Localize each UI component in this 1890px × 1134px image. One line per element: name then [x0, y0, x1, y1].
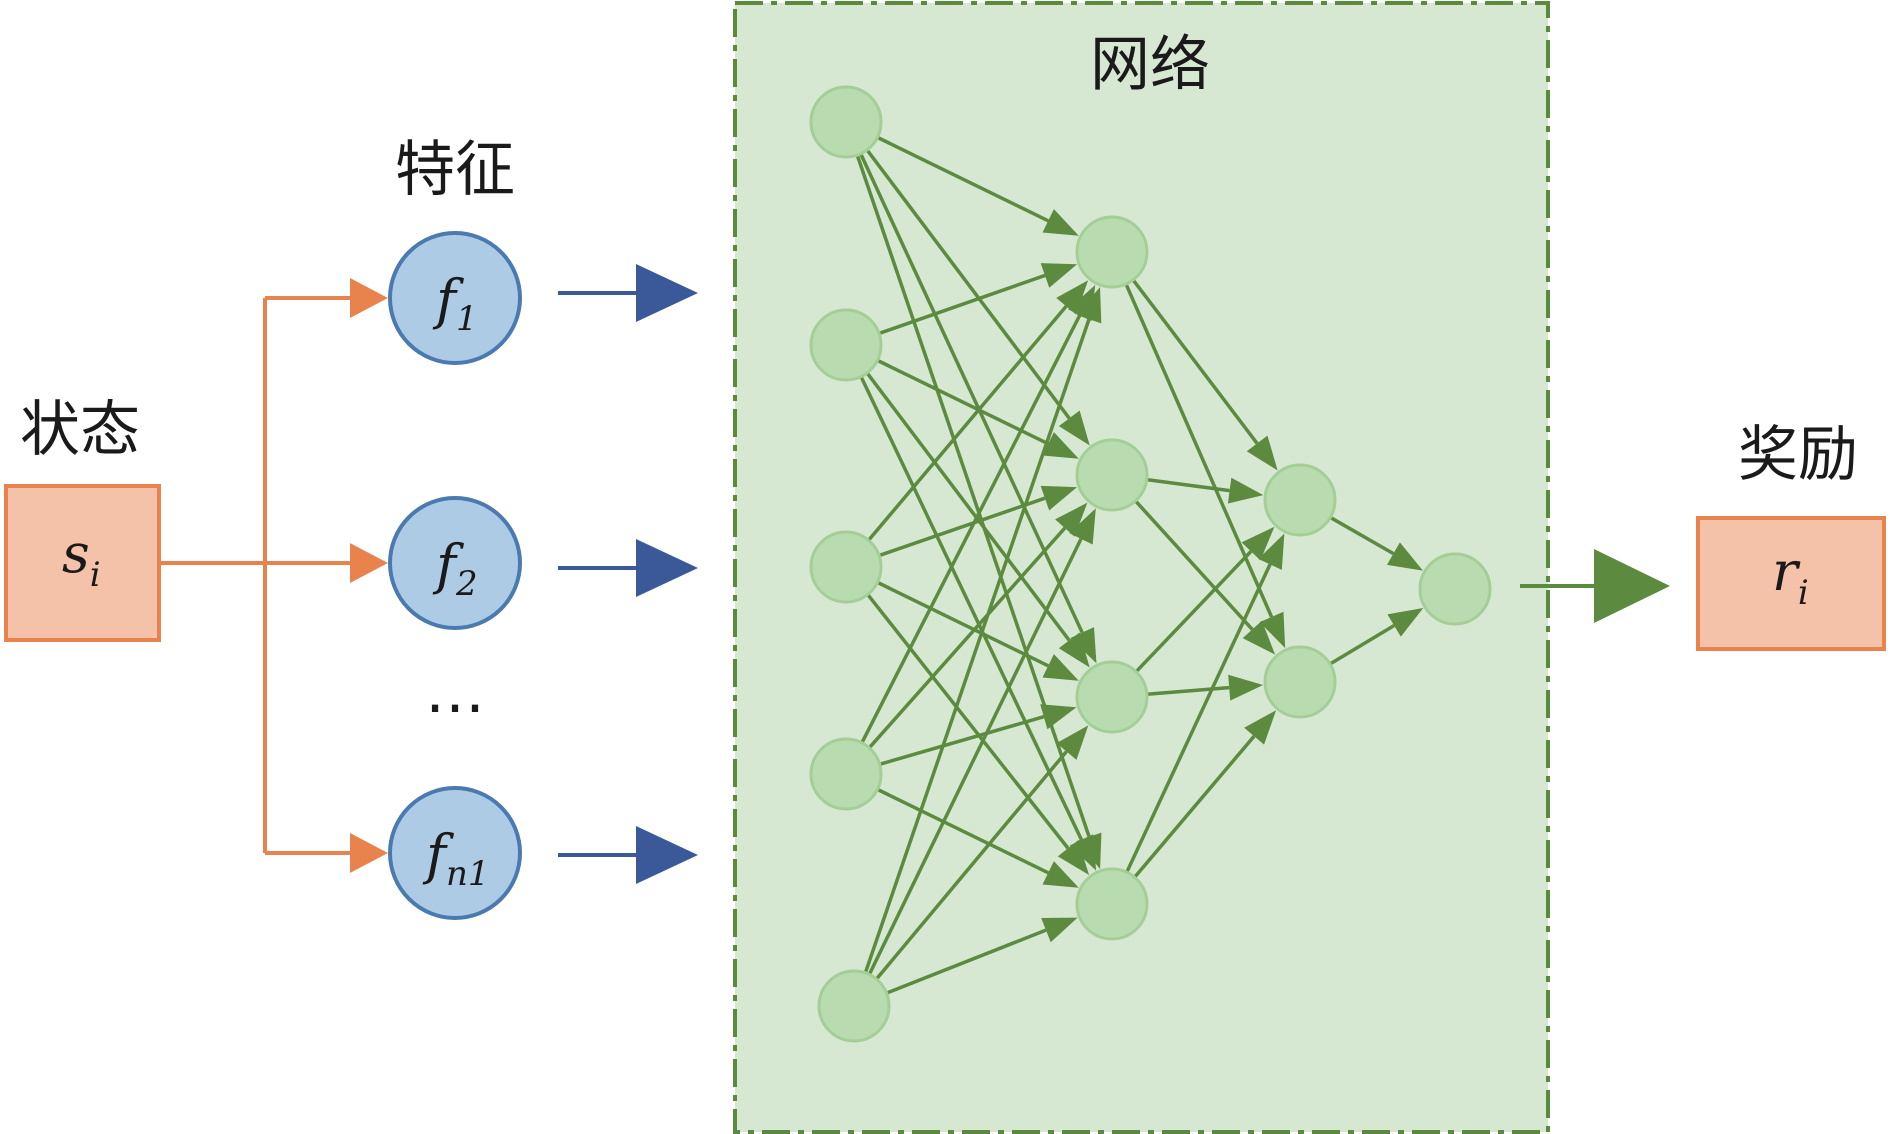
arrowhead-l2-1-to-0 [1387, 608, 1424, 637]
neuron-layer0-1 [809, 308, 883, 382]
arrowhead-l0-0-to-0 [1042, 209, 1079, 236]
feature-node-2: f2 [388, 496, 522, 630]
neuron-layer3-0 [1418, 552, 1492, 626]
edge-l0-1-to-3 [859, 375, 1084, 841]
edge-l1-2-to-0 [1134, 550, 1253, 673]
edge-l1-0-to-0 [1131, 278, 1259, 445]
arrowhead-l1-2-to-1 [1228, 674, 1264, 701]
edge-l0-4-to-0 [863, 318, 1091, 974]
edge-l0-2-to-1 [878, 496, 1046, 558]
edge-l0-4-to-3 [885, 928, 1047, 995]
neuron-layer1-3 [1075, 867, 1149, 941]
arrowhead-l0-3-to-3 [1042, 861, 1079, 888]
arrowhead-l0-3-to-2 [1040, 704, 1077, 730]
neuron-layer1-0 [1075, 215, 1149, 289]
edge-l1-1-to-1 [1134, 499, 1254, 631]
arrowhead-l0-1-to-2 [1058, 632, 1090, 668]
network-edges [855, 135, 1424, 995]
arrowhead-l1-0-to-0 [1246, 435, 1278, 471]
reward-label: 奖励 [1738, 420, 1858, 490]
reward-symbol: ri [1772, 540, 1809, 613]
edge-l1-1-to-0 [1146, 477, 1230, 493]
arrowhead-l0-2-to-0 [1056, 280, 1089, 315]
neuron-layer0-2 [809, 530, 883, 604]
feature-node-n1: fn1 [388, 786, 522, 920]
edge-l1-3-to-1 [1133, 735, 1256, 879]
arrowhead-l1-2-to-0 [1241, 526, 1275, 561]
edge-l0-3-to-2 [879, 715, 1045, 766]
arrowhead-l0-2-to-3 [1057, 840, 1090, 875]
edge-l0-1-to-2 [865, 371, 1071, 642]
edge-l0-0-to-0 [876, 135, 1049, 223]
edge-l0-3-to-3 [876, 787, 1049, 875]
neuron-layer0-0 [809, 85, 883, 159]
edge-l1-2-to-1 [1146, 685, 1230, 696]
edge-l0-2-to-0 [867, 305, 1068, 542]
edge-l0-1-to-0 [878, 273, 1046, 336]
edge-l0-3-to-0 [860, 314, 1082, 744]
reward-box [1696, 516, 1886, 651]
arrowhead-l0-4-to-1 [1069, 508, 1096, 545]
edge-l0-0-to-1 [865, 148, 1071, 420]
neuron-layer1-1 [1075, 438, 1149, 512]
edge-l2-0-to-0 [1329, 515, 1395, 556]
network-nodes [809, 85, 1492, 1043]
feature-node-1: f1 [388, 231, 522, 365]
arrowhead-l0-0-to-1 [1058, 410, 1090, 446]
arrowhead-l0-4-to-0 [1076, 287, 1102, 324]
arrowhead-l1-3-to-1 [1244, 710, 1277, 745]
edge-l0-4-to-2 [875, 750, 1068, 981]
network-to-reward-arrow [1520, 549, 1670, 623]
arrowhead-l0-3-to-1 [1055, 502, 1088, 537]
edge-l0-3-to-1 [867, 526, 1067, 750]
features-ellipsis: … [425, 657, 485, 727]
state-box [4, 484, 161, 642]
edge-l0-4-to-1 [867, 538, 1083, 976]
arrowhead-l1-3-to-0 [1258, 533, 1285, 570]
arrowhead-l0-4-to-2 [1056, 725, 1089, 760]
state-symbol: si [62, 522, 101, 595]
arrowhead-l0-2-to-1 [1040, 485, 1078, 511]
neuron-layer2-1 [1263, 645, 1337, 719]
feature-to-network-arrows [558, 264, 698, 884]
arrowhead-l1-1-to-0 [1227, 477, 1264, 504]
neuron-layer2-0 [1263, 463, 1337, 537]
neuron-layer0-4 [817, 969, 891, 1043]
neuron-layer0-3 [809, 737, 883, 811]
edge-l2-1-to-0 [1329, 624, 1396, 666]
state-branch-connectors [159, 296, 352, 855]
edge-l0-2-to-2 [876, 580, 1049, 668]
arrowhead-l1-0-to-1 [1259, 611, 1286, 649]
arrowhead-l0-1-to-0 [1040, 263, 1078, 288]
state-label: 状态 [20, 395, 140, 465]
arrowhead-l0-4-to-3 [1041, 917, 1078, 943]
arrowhead-l0-2-to-2 [1042, 654, 1079, 681]
edge-l1-3-to-0 [1125, 563, 1272, 874]
neuron-layer1-2 [1075, 660, 1149, 734]
features-label: 特征 [395, 135, 515, 205]
arrowhead-l2-0-to-0 [1386, 542, 1423, 571]
state-branch-arrowheads [350, 278, 388, 873]
edge-l1-0-to-1 [1124, 283, 1274, 618]
network-label: 网络 [1090, 30, 1210, 100]
arrowhead-l1-1-to-1 [1242, 620, 1276, 655]
arrowhead-l0-1-to-1 [1042, 432, 1079, 459]
edge-l0-0-to-2 [859, 153, 1084, 634]
edge-l0-2-to-3 [866, 593, 1070, 850]
